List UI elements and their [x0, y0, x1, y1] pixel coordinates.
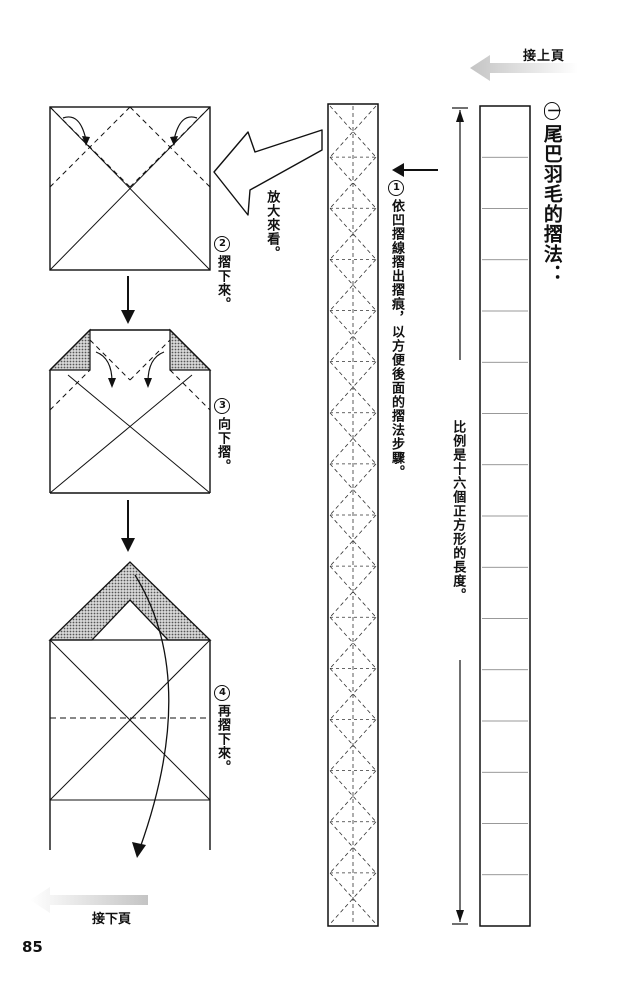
- down-arrow-icon-1: [121, 276, 135, 324]
- crease-pattern-lines: [329, 105, 377, 925]
- step-4-text: 再摺下來。: [215, 704, 230, 774]
- prev-page-arrow-icon[interactable]: [470, 55, 578, 81]
- diagonal-crease: [329, 719, 377, 771]
- down-arrow-icon-2: [121, 500, 135, 552]
- diagonal-crease: [329, 872, 377, 925]
- diagram-step-2: [49, 106, 211, 271]
- zoom-hollow-arrow-icon: [213, 129, 323, 216]
- diagonal-crease: [329, 361, 377, 414]
- diagram-step-4: [48, 561, 212, 858]
- diagonal-crease: [329, 872, 377, 925]
- diagonal-crease: [329, 719, 377, 771]
- diagonal-crease: [329, 259, 377, 311]
- diagram-step-3: [48, 328, 212, 494]
- diagonal-crease: [329, 156, 377, 209]
- diagonal-crease: [329, 821, 377, 874]
- step-3-number: 3: [214, 398, 230, 414]
- step-4-number: 4: [214, 685, 230, 701]
- step-2-text: 摺下來。: [215, 255, 230, 311]
- step-1: 1 依凹摺線摺出摺痕，以方便後面的摺法步驟。: [388, 180, 404, 479]
- step-1-text: 依凹摺線摺出摺痕，以方便後面的摺法步驟。: [389, 199, 404, 479]
- diagonal-crease: [329, 412, 377, 465]
- diagonal-crease: [329, 463, 377, 516]
- step-3-text: 向下摺。: [215, 417, 230, 473]
- section-heading: 一尾巴羽毛的摺法：: [540, 102, 563, 284]
- diagonal-crease: [329, 514, 377, 567]
- ratio-note: 比例是十六個正方形的長度。: [450, 420, 466, 602]
- zoom-note: 放大來看。: [264, 190, 280, 260]
- crease-strip: [327, 103, 379, 927]
- diagonal-crease: [329, 207, 377, 260]
- diagonal-crease: [329, 616, 377, 669]
- pointer-arrow-icon: [392, 163, 438, 177]
- diagonal-crease: [329, 565, 377, 618]
- dimension-line: [452, 107, 468, 925]
- step-2: 2 摺下來。: [214, 236, 230, 311]
- step-4: 4 再摺下來。: [214, 685, 230, 774]
- prev-page-link[interactable]: 接上頁: [523, 49, 566, 64]
- step-2-number: 2: [214, 236, 230, 252]
- section-number: 一: [543, 102, 560, 120]
- diagonal-crease: [329, 105, 377, 158]
- diagonal-crease: [329, 770, 377, 823]
- diagonal-crease: [329, 514, 377, 567]
- diagonal-crease: [329, 412, 377, 465]
- step-1-number: 1: [388, 180, 404, 196]
- diagonal-crease: [329, 668, 377, 720]
- diagonal-crease: [329, 361, 377, 414]
- diagonal-crease: [329, 463, 377, 516]
- diagonal-crease: [329, 310, 377, 362]
- diagonal-crease: [329, 616, 377, 669]
- sixteen-square-strip: [479, 105, 531, 927]
- strip-dividers: [482, 156, 528, 876]
- next-page-arrow-icon[interactable]: [30, 887, 148, 913]
- step-3: 3 向下摺。: [214, 398, 230, 473]
- diagonal-crease: [329, 770, 377, 823]
- diagonal-crease: [329, 207, 377, 260]
- page-number: 85: [22, 938, 43, 956]
- diagonal-crease: [329, 668, 377, 720]
- diagonal-crease: [329, 105, 377, 158]
- section-title: 尾巴羽毛的摺法：: [540, 124, 563, 284]
- next-page-link[interactable]: 接下頁: [92, 912, 132, 927]
- diagonal-crease: [329, 156, 377, 209]
- diagonal-crease: [329, 259, 377, 311]
- diagonal-crease: [329, 821, 377, 874]
- diagonal-crease: [329, 310, 377, 362]
- diagonal-crease: [329, 565, 377, 618]
